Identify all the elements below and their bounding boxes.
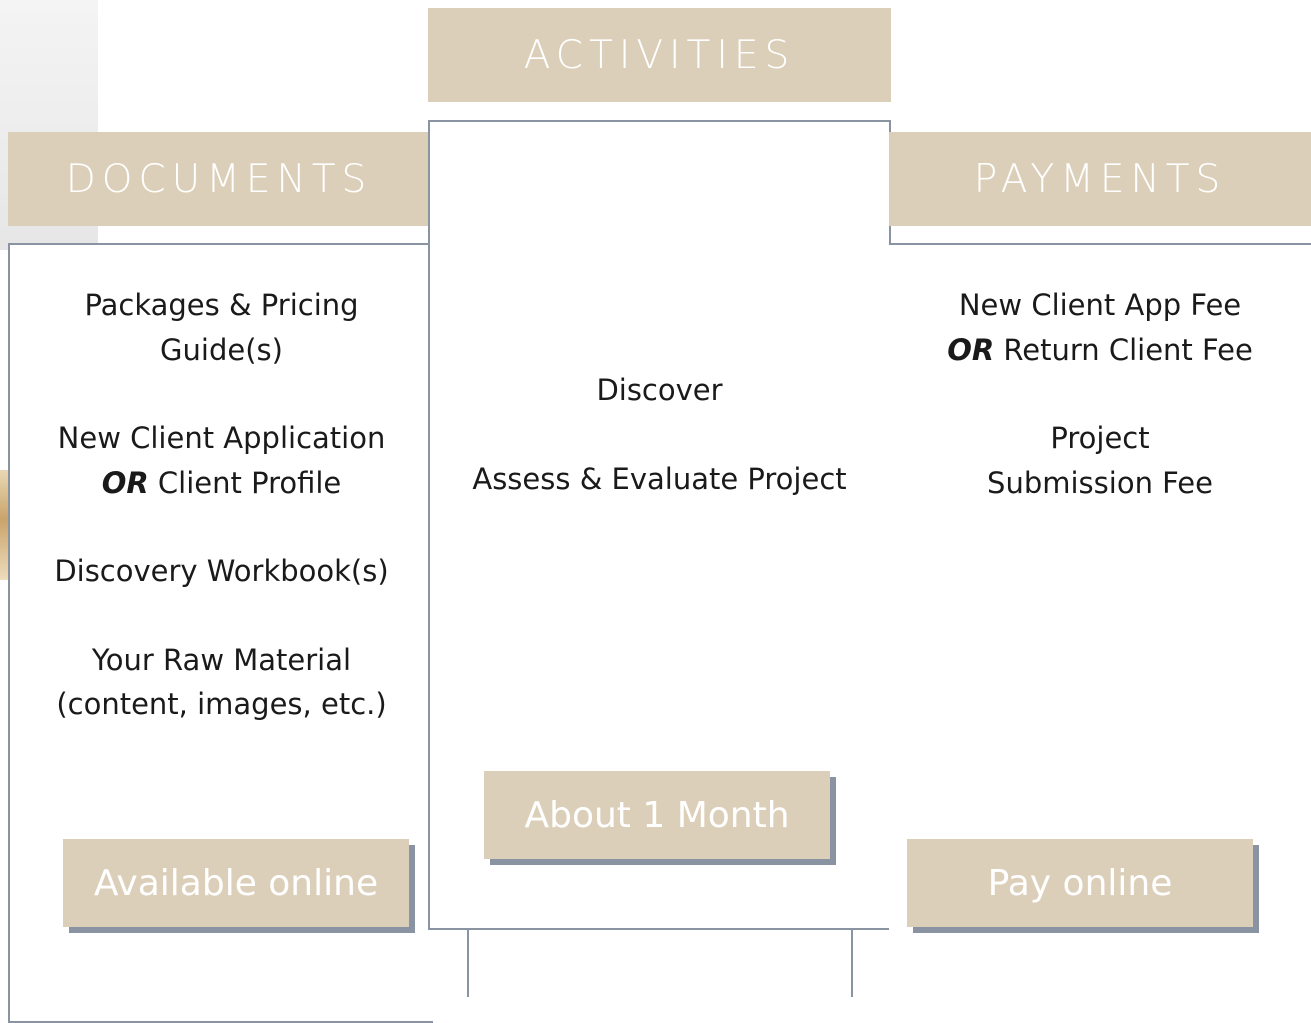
- list-item-line: Discover: [596, 373, 723, 407]
- documents-header: DOCUMENTS: [8, 132, 430, 226]
- activities-header-label: ACTIVITIES: [523, 32, 796, 78]
- pay-online-label: Pay online: [987, 862, 1173, 904]
- list-item: New Client App Fee OR Return Client Fee: [889, 283, 1311, 372]
- list-item-line: Guide(s): [160, 332, 283, 367]
- available-online-label: Available online: [93, 862, 379, 904]
- list-item-line: Discovery Workbook(s): [54, 554, 389, 588]
- list-item: Your Raw Material (content, images, etc.…: [10, 638, 433, 727]
- or-text: Client Profile: [148, 465, 342, 500]
- list-item: Discover: [430, 368, 889, 413]
- or-label: OR: [101, 465, 149, 500]
- list-item-line: Your Raw Material: [91, 642, 352, 677]
- divider-line: [851, 930, 853, 997]
- payments-list: New Client App Fee OR Return Client Fee …: [889, 283, 1311, 505]
- list-item-line: Packages & Pricing: [84, 288, 359, 322]
- activities-header: ACTIVITIES: [428, 8, 891, 102]
- list-item: Assess & Evaluate Project: [430, 457, 889, 502]
- documents-list: Packages & Pricing Guide(s) New Client A…: [10, 283, 433, 727]
- list-item-line: New Client Application: [57, 421, 386, 455]
- available-online-button[interactable]: Available online: [63, 839, 409, 927]
- list-item-line: (content, images, etc.): [56, 687, 387, 721]
- list-item: Discovery Workbook(s): [10, 549, 433, 594]
- or-text: Return Client Fee: [994, 332, 1253, 367]
- background-photo-edge: [0, 470, 8, 580]
- list-item-line: New Client App Fee: [958, 288, 1242, 322]
- list-item: New Client Application OR Client Profile: [10, 416, 433, 505]
- documents-header-label: DOCUMENTS: [65, 156, 373, 202]
- list-item-line: Assess & Evaluate Project: [472, 461, 847, 496]
- activities-list: Discover Assess & Evaluate Project: [430, 368, 889, 501]
- payments-header: PAYMENTS: [889, 132, 1311, 226]
- about-1-month-label: About 1 Month: [524, 794, 790, 836]
- divider-line: [467, 930, 469, 997]
- list-item: Project Submission Fee: [889, 416, 1311, 505]
- list-item: Packages & Pricing Guide(s): [10, 283, 433, 372]
- list-item-line: Project: [1050, 421, 1150, 455]
- or-label: OR: [947, 332, 995, 367]
- pay-online-button[interactable]: Pay online: [907, 839, 1253, 927]
- list-item-line: Submission Fee: [987, 465, 1213, 500]
- list-item-or-line: OR Client Profile: [10, 461, 433, 506]
- payments-header-label: PAYMENTS: [973, 156, 1227, 202]
- list-item-or-line: OR Return Client Fee: [889, 328, 1311, 373]
- about-1-month-button[interactable]: About 1 Month: [484, 771, 830, 859]
